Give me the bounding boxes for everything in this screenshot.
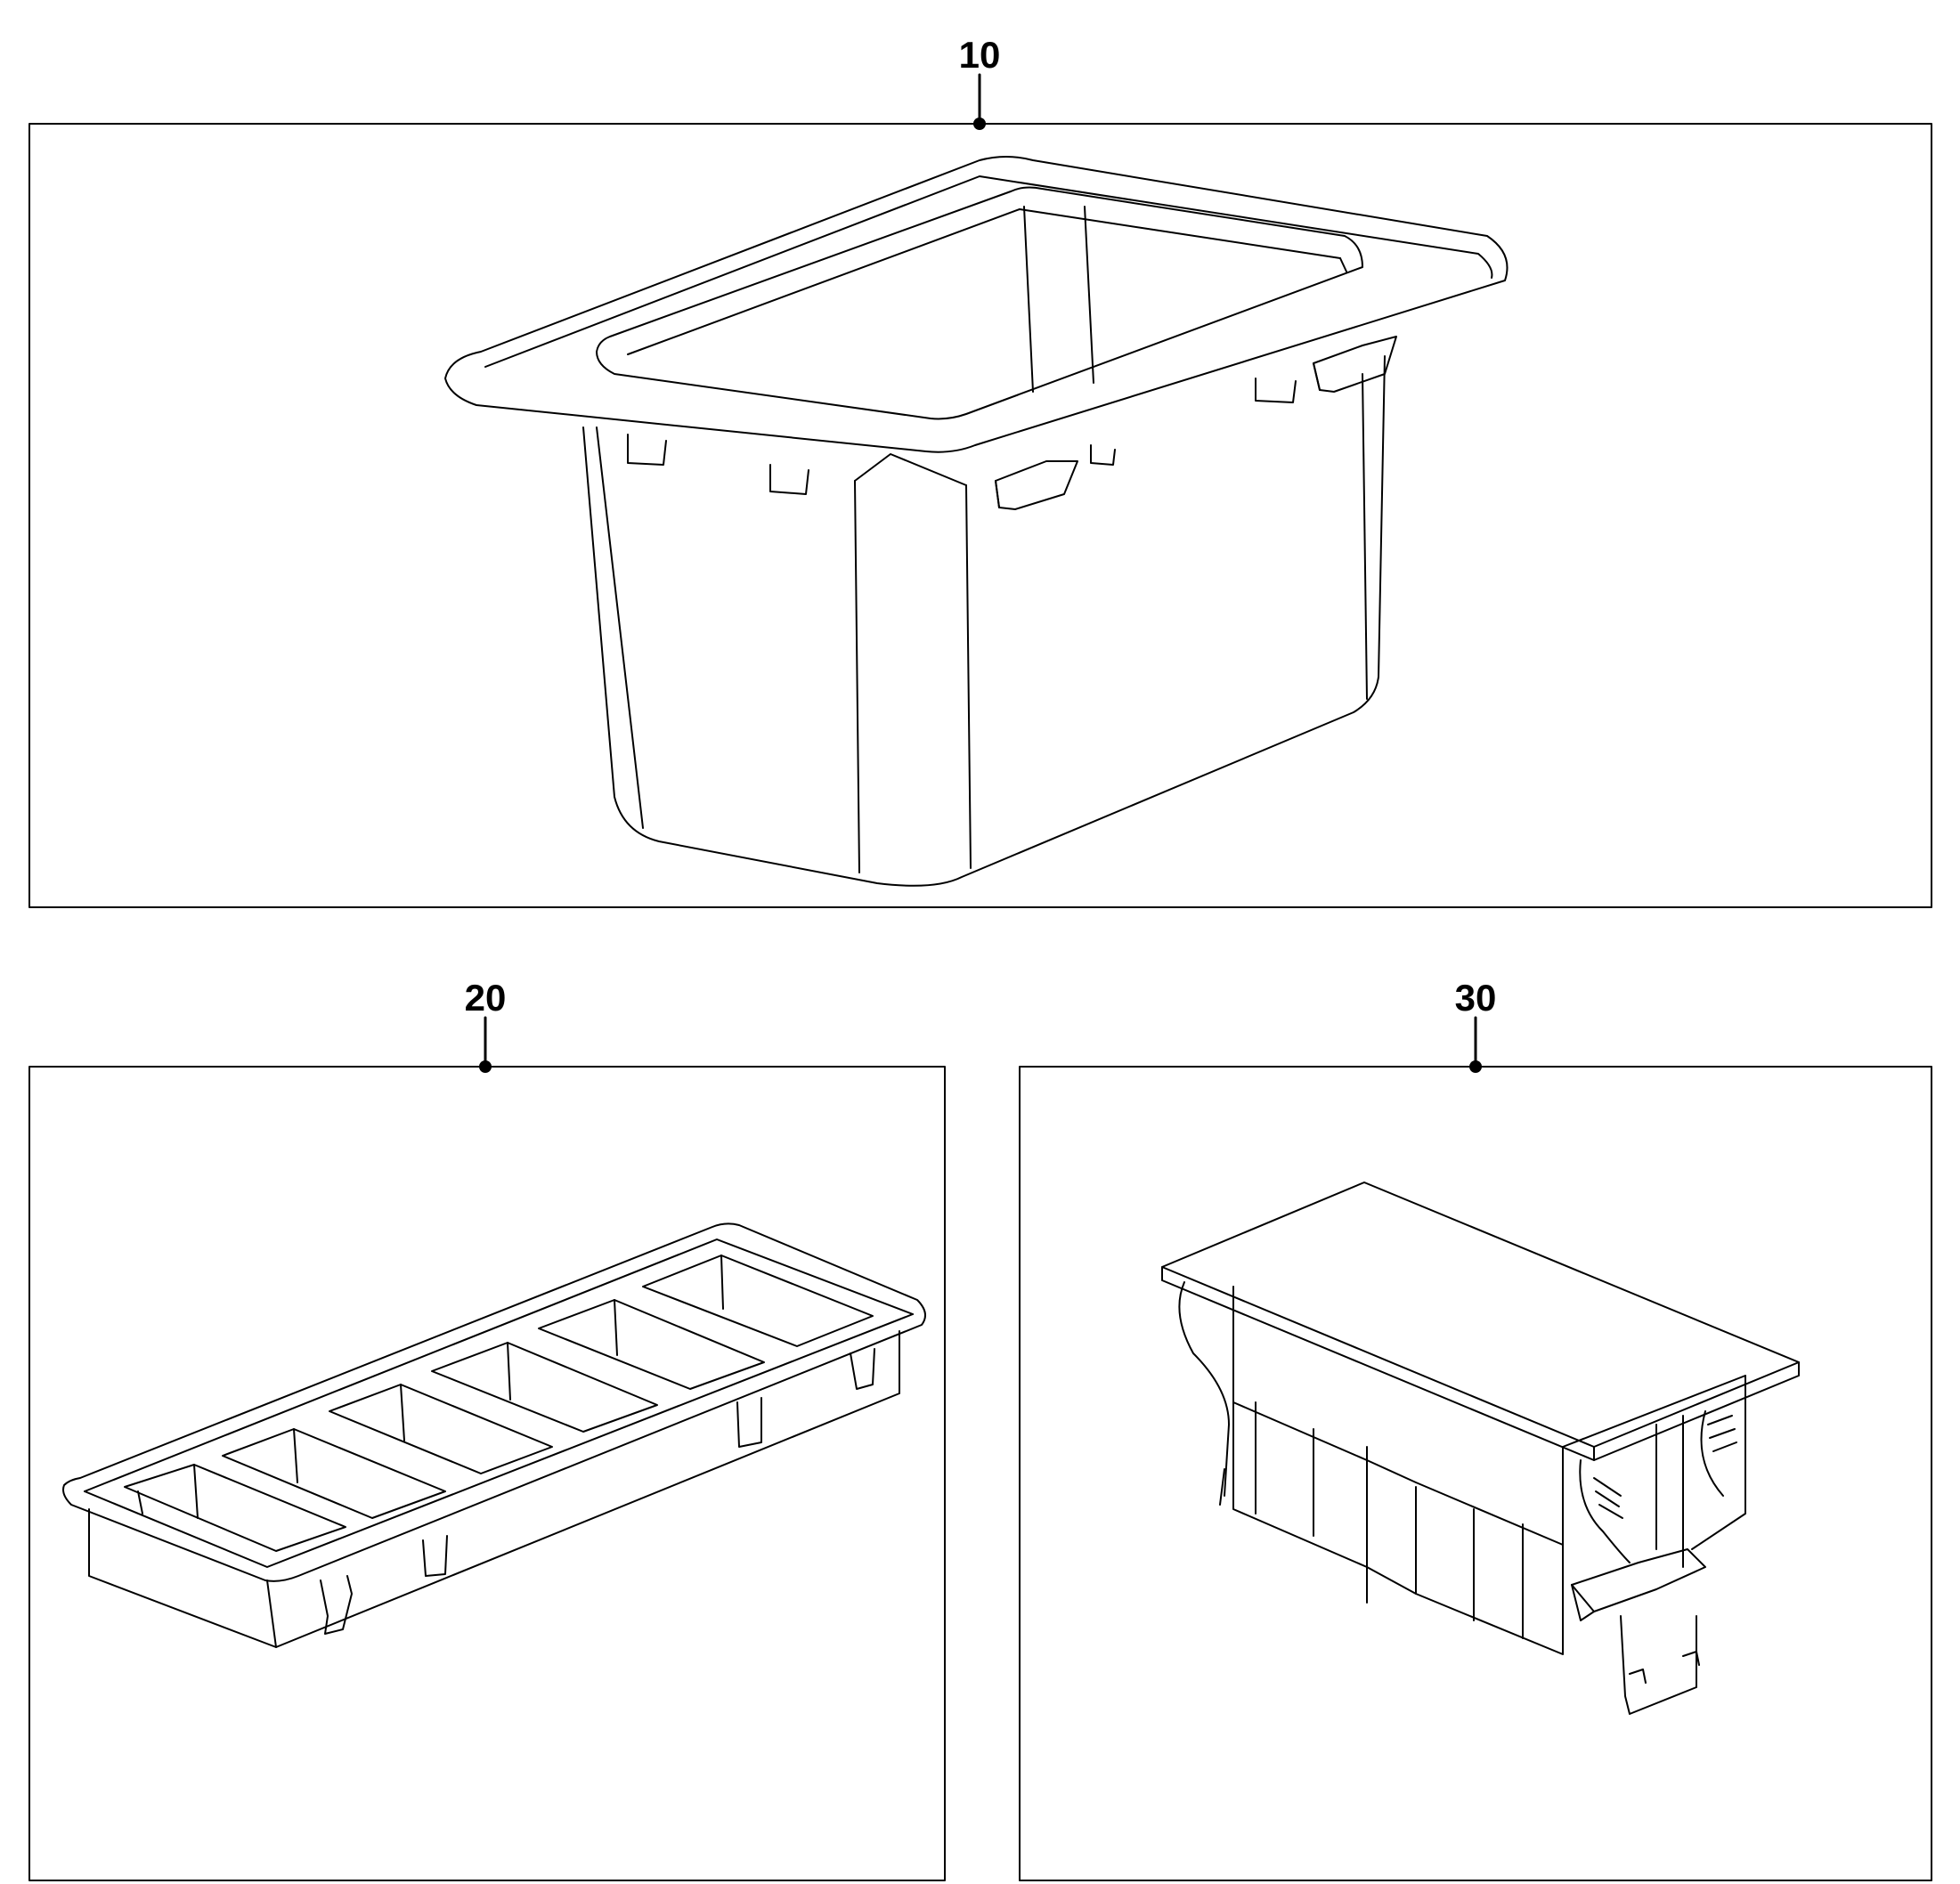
clip: [736, 1397, 762, 1448]
clip: [1620, 1615, 1697, 1715]
latch-tab: [995, 460, 1078, 510]
leader-dot-30: [1469, 1060, 1482, 1073]
callout-30: 30: [1455, 977, 1497, 1019]
bin-tray-drawing: [444, 156, 1509, 887]
panel-10-frame: [28, 123, 1932, 908]
callout-10: 10: [959, 34, 1001, 76]
clip: [422, 1535, 448, 1577]
panel-20: [28, 1016, 946, 1881]
panel-30-frame: [1019, 1066, 1932, 1881]
clip: [320, 1575, 353, 1635]
panel-10: [28, 73, 1932, 908]
switch-panel-drawing: [62, 1222, 926, 1648]
blank-plug-drawing: [1161, 1182, 1800, 1715]
switch-openings: [124, 1255, 874, 1552]
clip: [850, 1348, 875, 1390]
leader-dot-20: [479, 1060, 492, 1073]
callout-20: 20: [465, 977, 507, 1019]
panel-30: [1019, 1016, 1932, 1881]
leader-dot-10: [973, 118, 986, 130]
latch-tab: [1571, 1548, 1706, 1612]
